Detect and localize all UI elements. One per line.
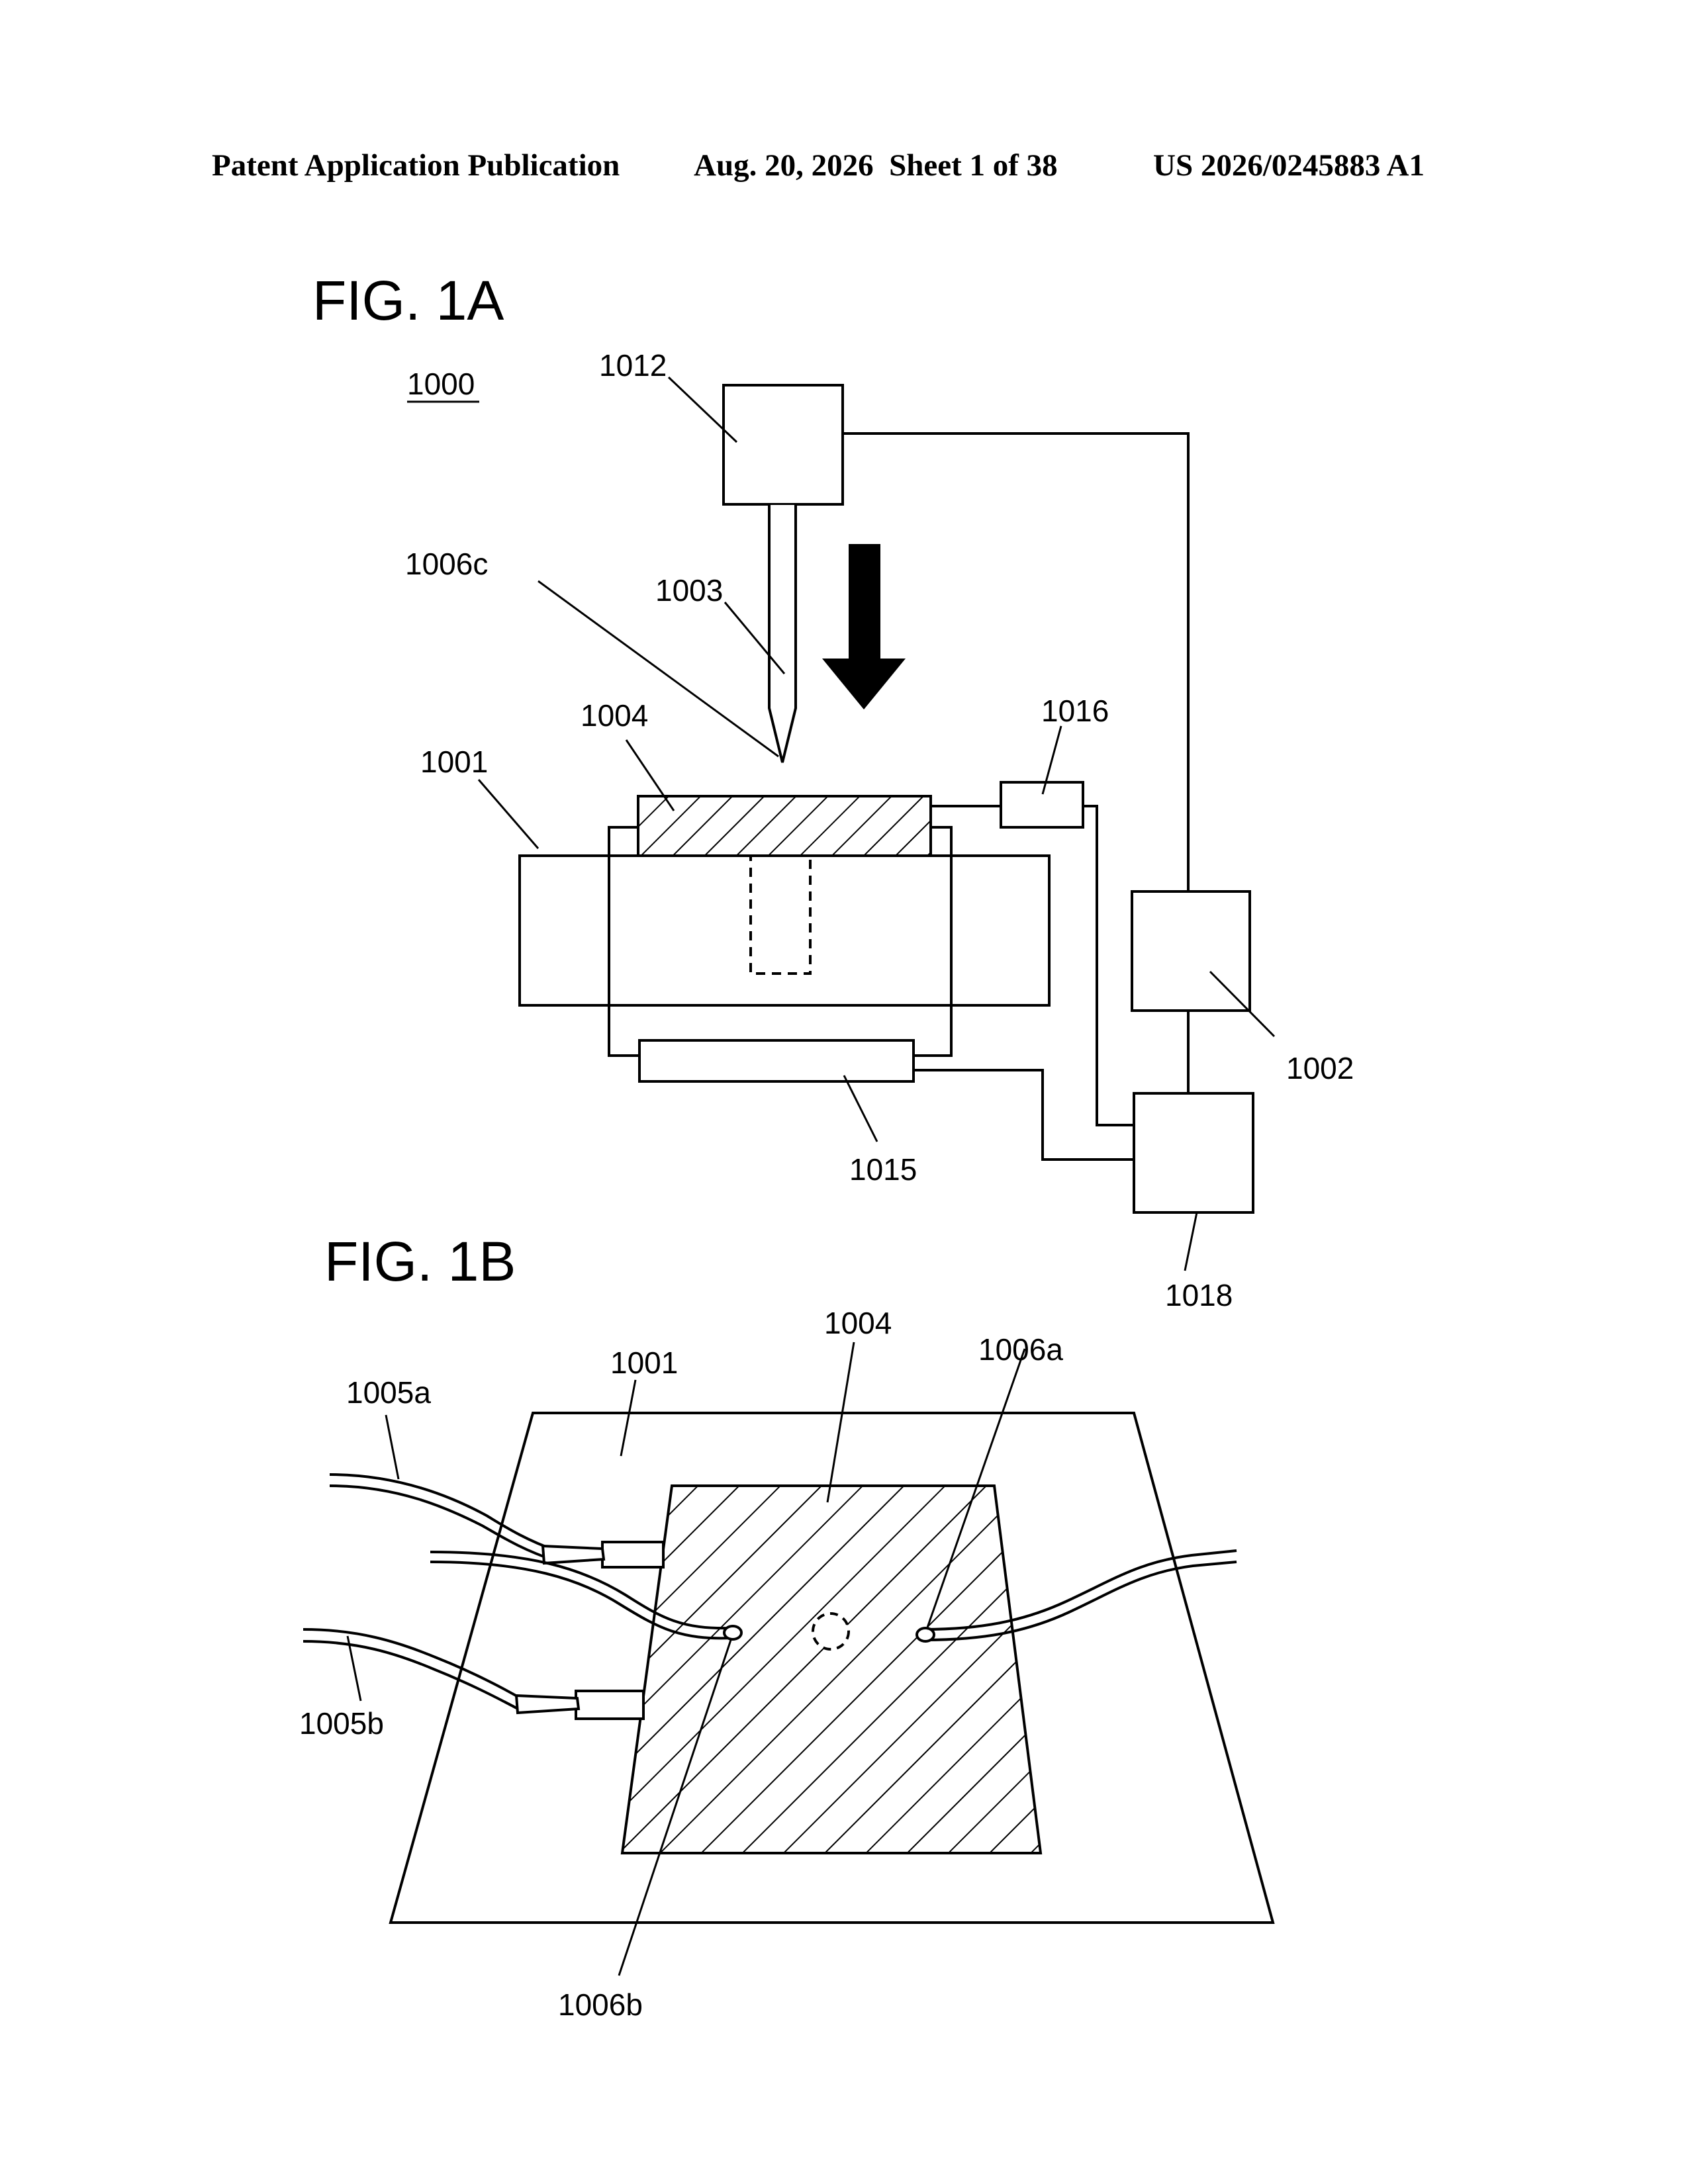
ref-1016: 1016 (1041, 694, 1109, 728)
ref-1015: 1015 (849, 1152, 917, 1187)
publication-type: Patent Application Publication (212, 148, 620, 183)
wire-1015-to-1018 (914, 1070, 1133, 1160)
ref-1006c: 1006c (405, 547, 488, 581)
sample-1004-perspective (622, 1486, 1041, 1853)
ref-1b-1001: 1001 (610, 1345, 678, 1380)
unit-1016 (1001, 782, 1083, 827)
sample-1004 (638, 796, 931, 856)
leader-1018 (1185, 1212, 1197, 1271)
clip-tab-b (576, 1691, 643, 1719)
center-marker (813, 1614, 849, 1649)
leader-1015 (844, 1075, 877, 1142)
junction-1006a (917, 1628, 934, 1641)
leader-1005a (386, 1415, 399, 1479)
alligator-clip-b (516, 1696, 579, 1713)
junction-1006b (724, 1626, 741, 1639)
ref-1004: 1004 (581, 698, 648, 733)
figure-1a-title: FIG. 1A (312, 269, 504, 332)
figure-1a: FIG. 1A 1000 (312, 269, 1354, 1312)
system-label: 1000 (407, 367, 475, 401)
ref-1006b: 1006b (558, 1987, 643, 2022)
heater-1015 (639, 1040, 914, 1081)
ref-1002: 1002 (1286, 1051, 1354, 1085)
ref-1b-1004: 1004 (824, 1306, 892, 1340)
stage-1001 (520, 856, 1049, 1005)
lead-1005b-lower (303, 1641, 522, 1711)
lead-1005b-upper (303, 1629, 523, 1700)
probe-1003 (769, 505, 796, 762)
leader-1b-1004 (827, 1342, 854, 1502)
ref-1006a: 1006a (978, 1332, 1063, 1367)
ref-1005b: 1005b (299, 1706, 384, 1741)
leader-1b-1001 (621, 1380, 635, 1456)
controller-1018 (1134, 1093, 1253, 1212)
ref-1012: 1012 (599, 348, 667, 383)
figure-1b: FIG. 1B 1001 1004 (299, 1230, 1273, 2022)
ref-1005a: 1005a (346, 1375, 431, 1410)
clip-tab-a (602, 1542, 663, 1567)
down-arrow-icon (822, 544, 906, 709)
ref-1003: 1003 (655, 573, 723, 608)
leader-1001 (479, 780, 538, 848)
publication-number: US 2026/0245883 A1 (1153, 148, 1425, 183)
ref-1018: 1018 (1165, 1278, 1233, 1312)
lead-1005a-lower (330, 1486, 555, 1561)
figure-1b-title: FIG. 1B (324, 1230, 516, 1293)
actuator-1012 (724, 385, 843, 504)
date-sheet: Aug. 20, 2026 Sheet 1 of 38 (694, 148, 1058, 183)
alligator-clip-a (543, 1546, 604, 1563)
page-header: Patent Application Publication Aug. 20, … (212, 148, 1425, 183)
ref-1001: 1001 (420, 745, 488, 779)
lead-1005a-upper (330, 1475, 556, 1551)
